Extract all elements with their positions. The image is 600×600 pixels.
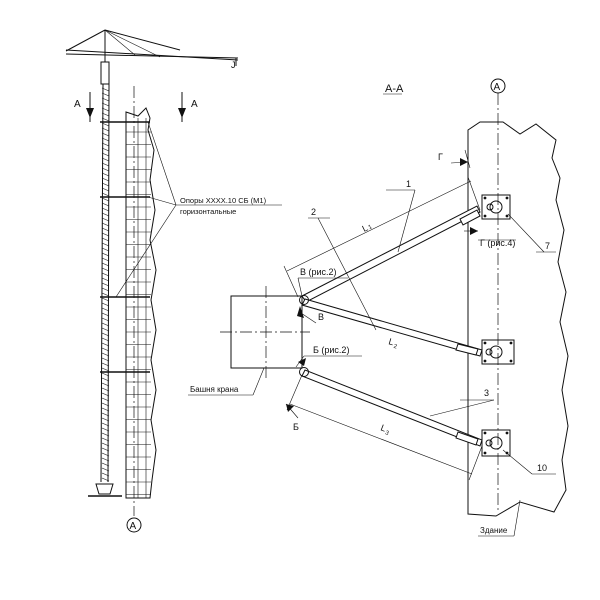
view-g-ref-label: Г (рис.4) [480, 238, 515, 248]
building-callout: Здание [478, 499, 521, 537]
view-g-top-label: Г [438, 152, 443, 162]
position-callout-2: 2 [308, 207, 377, 331]
jib-tip-label: J [231, 60, 236, 70]
axis-marker-top-label: А [494, 82, 501, 93]
supports-label-line1: Опоры XXXX.10 СБ (М1) [180, 196, 267, 205]
view-g-callout-top: Г [438, 149, 471, 169]
section-cut-left-label: А [74, 99, 81, 110]
tie-rod-2 [301, 298, 483, 357]
view-g-callout-bottom: Г (рис.4) [464, 227, 516, 248]
tie-rod-3 [301, 369, 483, 447]
view-b-label: Б (рис.2) [313, 345, 349, 355]
position-callout-3: 3 [429, 388, 495, 417]
position-1-label: 1 [406, 179, 411, 189]
view-b-short-label: Б [293, 422, 299, 432]
section-cut-right: А [178, 92, 198, 122]
support-levels [100, 121, 150, 373]
position-10-label: 10 [537, 463, 547, 473]
section-cut-left: А [74, 92, 94, 122]
dimension-l1-label: L [360, 223, 369, 234]
tower-hinge-top [299, 295, 309, 305]
building-outline [467, 121, 569, 517]
section-cut-right-label: А [191, 99, 198, 110]
building-label: Здание [480, 526, 508, 535]
dimension-l1: L 1 [283, 176, 481, 298]
view-v-callout: В (рис.2) В [297, 267, 348, 324]
crane-mast [88, 83, 122, 497]
dimension-l2-sub: 2 [393, 344, 398, 351]
wall-bracket-middle [481, 339, 515, 365]
crane-tower-section [220, 286, 310, 378]
crane-tower-callout: Башня крана [188, 367, 265, 396]
tower-hinge-bottom [299, 367, 309, 377]
crane-tower-label: Башня крана [190, 385, 239, 394]
dimension-l2: L 2 [387, 336, 398, 350]
position-2-label: 2 [311, 207, 316, 217]
section-view: А-А А Башня крана [188, 78, 569, 537]
view-b-callout: Б (рис.2) Б [285, 345, 362, 432]
crane-cab [100, 61, 110, 85]
supports-callout: Опоры XXXX.10 СБ (М1) горизонтальные [115, 121, 282, 298]
view-v-short-label: В [318, 312, 324, 322]
dimension-l1-sub: 1 [368, 224, 374, 231]
axis-marker-bottom-label: А [130, 521, 137, 532]
position-callout-10: 10 [502, 449, 556, 475]
position-callout-1: 1 [386, 179, 416, 253]
axis-marker-bottom [126, 517, 142, 533]
dimension-l3: L 3 [286, 374, 483, 481]
supports-label-line2: горизонтальные [180, 207, 236, 216]
building-elevation-grid [125, 107, 157, 499]
dimension-l3-label: L [379, 423, 387, 434]
view-v-label: В (рис.2) [300, 267, 337, 277]
wall-bracket-top [481, 194, 511, 220]
wall-bracket-bottom [481, 429, 511, 457]
position-3-label: 3 [484, 388, 489, 398]
crane-elevation: J А [65, 29, 282, 533]
dimension-l3-sub: 3 [384, 430, 390, 437]
dimension-l2-label: L [387, 336, 395, 347]
section-title: А-А [385, 83, 404, 95]
position-7-label: 7 [545, 241, 550, 251]
position-callout-7: 7 [507, 213, 556, 253]
crane-jib: J [65, 29, 239, 70]
